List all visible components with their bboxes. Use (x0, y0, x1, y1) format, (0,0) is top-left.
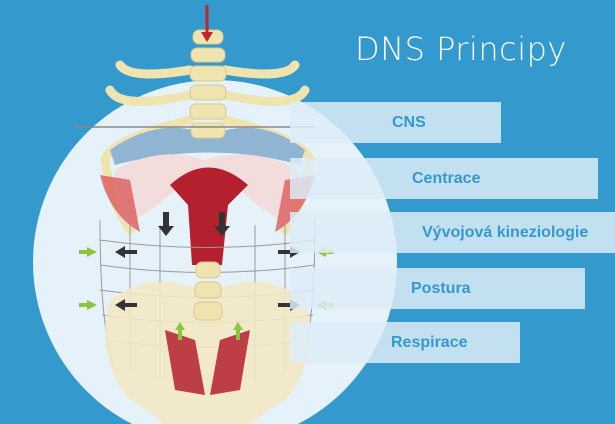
principle-label: CNS (392, 113, 426, 131)
pelvis (105, 282, 310, 424)
principle-label: Respirace (391, 333, 468, 351)
spine (189, 29, 227, 321)
principle-cns[interactable]: CNS (290, 102, 501, 143)
principle-label: Centrace (412, 169, 481, 187)
principle-postura[interactable]: Postura (290, 268, 585, 309)
principle-label: Vývojová kineziologie (422, 223, 589, 241)
page-title: DNS Principy (355, 30, 567, 68)
principle-label: Postura (411, 279, 471, 297)
principle-vyvojova-kineziologie[interactable]: Vývojová kineziologie (290, 212, 615, 253)
lungs (113, 154, 300, 225)
red-arrow-icon (201, 32, 213, 42)
diaphragm-crura (170, 167, 248, 265)
principle-centrace[interactable]: Centrace (290, 158, 598, 199)
principle-respirace[interactable]: Respirace (290, 322, 520, 363)
